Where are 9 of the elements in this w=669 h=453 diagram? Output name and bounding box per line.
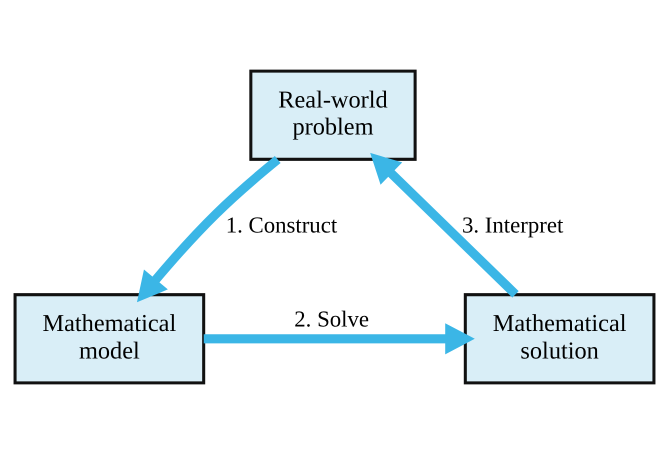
node-box: Mathematical model [14, 292, 206, 384]
node-box: Mathematical solution [464, 292, 656, 384]
node-box: Real-world problem [249, 69, 417, 160]
edge-label: 3. Interpret [462, 212, 564, 237]
edge-label: 1. Construct [226, 212, 338, 237]
arrow [370, 152, 519, 298]
arrow [204, 322, 475, 354]
arrow [136, 156, 281, 302]
edge-label: 2. Solve [294, 306, 370, 332]
